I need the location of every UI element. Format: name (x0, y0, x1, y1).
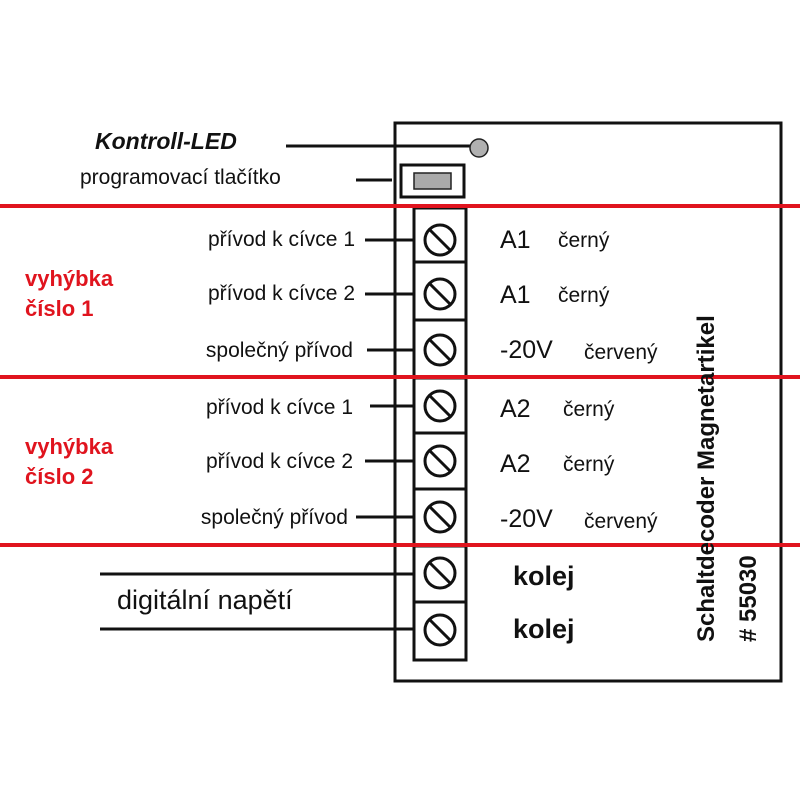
terminal-5-label: přívod k cívce 2 (205, 450, 353, 473)
led-label: Kontroll-LED (95, 128, 237, 154)
screw-slot-icon (428, 505, 452, 529)
device-title: Schaltdecoder Magnetartikel (693, 315, 720, 642)
screw-slot-icon (428, 561, 452, 585)
terminal-3-code: -20V (500, 336, 553, 364)
group-1-line1: vyhýbka (25, 266, 114, 291)
terminal-8-code: kolej (513, 614, 575, 644)
screw-slot-icon (428, 282, 452, 306)
group-2-line2: číslo 2 (25, 464, 94, 489)
terminal-4-code: A2 (500, 395, 531, 423)
terminal-5-color: černý (563, 453, 615, 476)
group-1-line2: číslo 1 (25, 296, 94, 321)
button-label: programovací tlačítko (80, 166, 281, 189)
group-2-line1: vyhýbka (25, 434, 114, 459)
terminal-2-label: přívod k cívce 2 (207, 282, 355, 305)
device-article-number: # 55030 (735, 555, 762, 642)
terminal-2-color: černý (558, 284, 610, 307)
program-button (413, 172, 452, 190)
screw-slot-icon (428, 449, 452, 473)
screw-slot-icon (428, 394, 452, 418)
decoder-housing (393, 121, 783, 683)
control-led (469, 138, 489, 158)
terminal-7-code: kolej (513, 561, 575, 591)
terminal-4-label: přívod k cívce 1 (205, 396, 353, 419)
terminal-5-code: A2 (500, 450, 531, 478)
terminal-3-label: společný přívod (205, 339, 353, 362)
terminal-1-code: A1 (500, 226, 531, 254)
terminal-4-color: černý (563, 398, 615, 421)
terminal-1-label: přívod k cívce 1 (207, 228, 355, 251)
terminal-6-label: společný přívod (200, 506, 348, 529)
screw-slot-icon (428, 338, 452, 362)
track-label: digitální napětí (117, 585, 293, 615)
group-1-label: vyhýbka číslo 1 (25, 264, 113, 324)
screw-slot-icon (428, 618, 452, 642)
group-2-label: vyhýbka číslo 2 (25, 432, 113, 492)
terminal-3-color: červený (584, 341, 658, 364)
terminal-6-color: červený (584, 510, 658, 533)
screw-slot-icon (428, 228, 452, 252)
terminal-1-color: černý (558, 229, 610, 252)
terminal-2-code: A1 (500, 281, 531, 309)
terminal-6-code: -20V (500, 505, 553, 533)
